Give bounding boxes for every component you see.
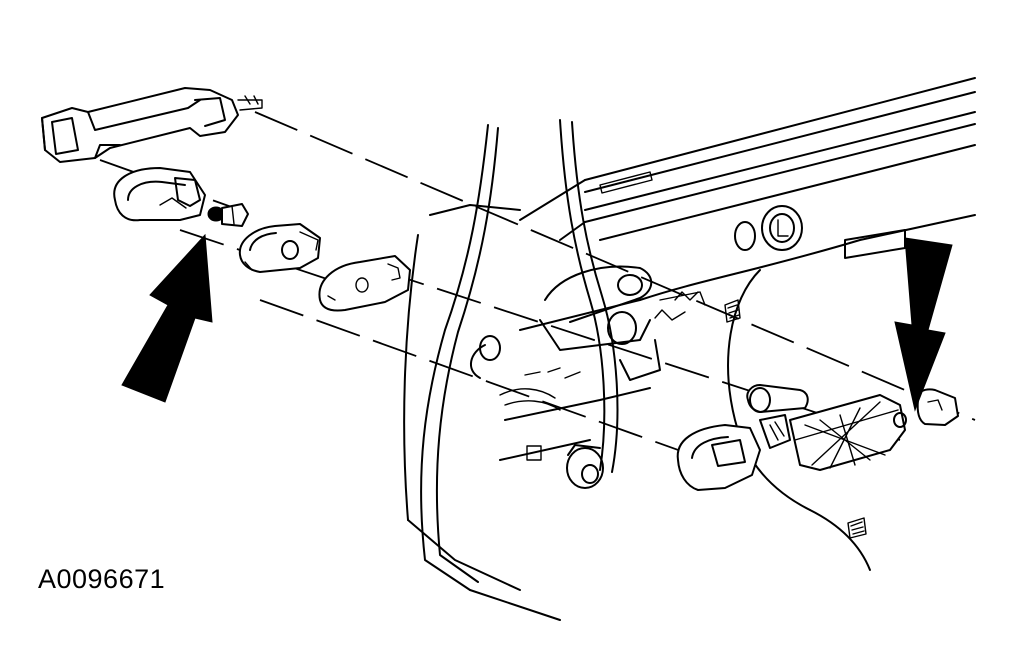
door-upper-frame bbox=[519, 77, 976, 241]
panel-label-slot bbox=[844, 229, 906, 259]
fastener-screw bbox=[207, 203, 249, 227]
pointer-arrow-left bbox=[121, 233, 213, 403]
pointer-arrow-right bbox=[894, 237, 953, 412]
striker-bolt bbox=[526, 444, 604, 489]
hatch-marks bbox=[724, 299, 867, 539]
latch-mechanism bbox=[470, 265, 706, 381]
figure-id-label: A0096671 bbox=[38, 564, 166, 594]
inner-handle-bezel bbox=[676, 424, 761, 491]
panel-grommet bbox=[734, 205, 803, 251]
handle-bezel-front bbox=[113, 167, 206, 222]
door-pillar bbox=[403, 119, 619, 621]
door-inner-panel bbox=[499, 144, 976, 571]
lock-cylinder-housing bbox=[238, 223, 321, 273]
handle-gasket bbox=[318, 255, 411, 312]
inner-handle-mechanism bbox=[746, 384, 906, 471]
outer-pull-handle bbox=[41, 87, 263, 163]
